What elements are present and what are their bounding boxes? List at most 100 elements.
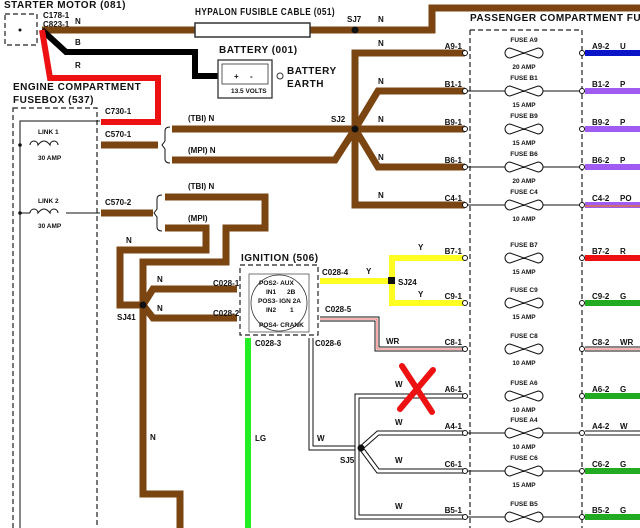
label-w-b5: W — [395, 502, 403, 511]
splice-sj24 — [388, 277, 395, 284]
wire-color-code: G — [620, 506, 626, 515]
connector-pin — [579, 514, 585, 520]
conn-c028-1: C028-1 — [213, 279, 240, 288]
connector-pin — [579, 255, 585, 261]
starter-motor-title: STARTER MOTOR (081) — [4, 0, 126, 11]
fuse-icon — [504, 297, 544, 309]
battery-box — [217, 59, 273, 99]
link-2-rating: 30 AMP — [38, 223, 62, 230]
splice-sj2 — [351, 125, 359, 133]
conn-c028-5: C028-5 — [325, 305, 352, 314]
connector-pin — [462, 255, 468, 261]
fuse-name: FUSE A4 — [510, 417, 538, 424]
fuse-out-label: A9-2 — [592, 42, 610, 51]
fuse-icon — [504, 511, 544, 523]
fuse-in-label: B6-1 — [445, 156, 463, 165]
wire-w-fill — [355, 394, 465, 519]
link-1-name: LINK 1 — [38, 129, 59, 136]
wire-mpi-1 — [172, 127, 358, 164]
hypalon-title: HYPALON FUSIBLE CABLE (051) — [195, 7, 335, 18]
label-sj24: SJ24 — [398, 278, 417, 287]
label-sj5: SJ5 — [340, 456, 355, 465]
wire-w-fill — [309, 338, 361, 450]
battery-earth-label-1: BATTERY — [287, 66, 337, 77]
wire-color-code: U — [620, 42, 626, 51]
connector-pin — [462, 202, 468, 208]
wire-mpi-2 — [116, 224, 210, 309]
label-n-b1: N — [378, 77, 384, 86]
battery-title: BATTERY (001) — [219, 45, 298, 56]
ign-pos3: POS3- IGN 2A — [258, 298, 301, 305]
fuse-name: FUSE A9 — [510, 37, 538, 44]
fuse-name: FUSE B9 — [510, 113, 538, 120]
fuse-name: FUSE B6 — [510, 151, 538, 158]
fuse-out-label: C4-2 — [592, 194, 610, 203]
battery-earth-label-2: EARTH — [287, 79, 324, 90]
link-2: LINK 2 30 AMP — [20, 198, 100, 230]
fuse-name: FUSE B7 — [510, 242, 538, 249]
node — [18, 211, 22, 215]
label-y3: Y — [418, 290, 424, 299]
fuse-in-label: B9-1 — [445, 118, 463, 127]
hypalon-fusible-cable — [194, 22, 311, 38]
wire-color-code: PO — [620, 194, 632, 203]
wire-color-code: P — [620, 80, 626, 89]
engine-fusebox-title-1: ENGINE COMPARTMENT — [13, 82, 141, 93]
conn-c028-3: C028-3 — [255, 339, 282, 348]
ignition-title: IGNITION (506) — [241, 253, 319, 264]
label-n-down: N — [150, 433, 156, 442]
fuse-icon — [504, 390, 544, 402]
connector-pin — [579, 126, 585, 132]
label-r: R — [75, 61, 81, 70]
wire-w — [354, 393, 465, 520]
label-y2: Y — [418, 243, 424, 252]
wire-wr-stripe — [320, 318, 465, 350]
fuse-out-label: B9-2 — [592, 118, 610, 127]
label-y1: Y — [366, 267, 372, 276]
battery-inner — [221, 63, 269, 85]
fuse-icon — [504, 85, 544, 97]
conn-c178-1: C178-1 — [43, 11, 70, 20]
fuse-out-label: A4-2 — [592, 422, 610, 431]
node — [18, 143, 22, 147]
label-n-c4: N — [378, 191, 384, 200]
earth-icon — [276, 72, 284, 80]
label-n-left: N — [126, 236, 132, 245]
fuse-name: FUSE C8 — [510, 333, 538, 340]
fuse-out-label: B6-2 — [592, 156, 610, 165]
fuse-out-label: A6-2 — [592, 385, 610, 394]
fuse-out-label: B5-2 — [592, 506, 610, 515]
label-n-a9: N — [378, 39, 384, 48]
label-w-c6: W — [395, 456, 403, 465]
fuse-rating: 20 AMP — [512, 178, 536, 185]
fuse-in-label: C6-1 — [445, 460, 463, 469]
ign-pos2: POS2- AUX — [259, 280, 294, 287]
wire-b-black — [39, 27, 232, 79]
connector-pin — [579, 393, 585, 399]
fuse-rating: 10 AMP — [512, 216, 536, 223]
wire-color-code: W — [620, 422, 628, 431]
conn-c028-4: C028-4 — [322, 268, 349, 277]
fuse-rating: 10 AMP — [512, 360, 536, 367]
label-n-b6: N — [378, 153, 384, 162]
wire-color-code: WR — [620, 338, 634, 347]
wire-tbi-2 — [139, 193, 269, 528]
label-sj7: SJ7 — [347, 15, 362, 24]
link-fuse-icon — [29, 208, 59, 215]
passenger-fusebox-title: PASSENGER COMPARTMENT FUSEBOX — [470, 13, 640, 24]
wire-w-fill — [360, 431, 465, 450]
starter-motor-box — [4, 13, 38, 46]
connector-pin — [579, 468, 585, 474]
connector-pin — [462, 300, 468, 306]
starter-terminal — [18, 28, 22, 32]
ignition-switch-icon — [250, 274, 308, 332]
connector-pin — [462, 126, 468, 132]
w-wires — [308, 338, 465, 520]
fuse-rating: 15 AMP — [512, 314, 536, 321]
fuse-rating: 20 AMP — [512, 64, 536, 71]
